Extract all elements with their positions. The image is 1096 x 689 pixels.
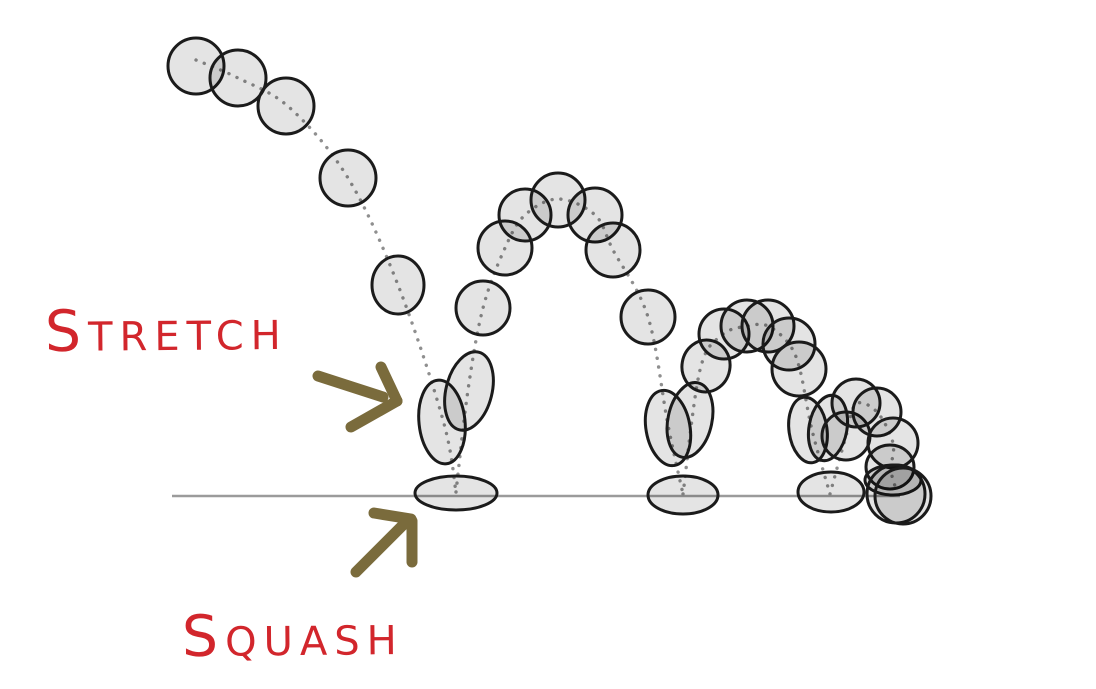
ball: [619, 288, 677, 346]
ball: [370, 254, 426, 316]
squash-label: Squash: [181, 603, 404, 670]
ball: [318, 148, 378, 208]
ball: [680, 338, 732, 394]
squash-arrow: [368, 507, 417, 525]
ball: [866, 416, 920, 470]
ball: [413, 474, 499, 512]
squash-label-text: Squash: [181, 603, 404, 670]
ball: [584, 221, 642, 279]
stretch-arrow: [375, 361, 403, 407]
ball: [665, 381, 715, 459]
ball: [497, 187, 553, 243]
squash-arrow: [350, 518, 410, 578]
ball: [719, 298, 775, 354]
stretch-arrow: [345, 395, 403, 433]
ball: [697, 307, 751, 361]
ball: [873, 466, 933, 526]
stretch-label: Stretch: [44, 298, 288, 366]
ball: [646, 474, 720, 516]
ball: [770, 340, 828, 398]
ball: [529, 171, 587, 229]
ball: [740, 298, 796, 354]
ball: [443, 350, 495, 432]
ball: [796, 470, 866, 514]
ball: [851, 386, 903, 438]
stretch-arrow: [312, 370, 389, 403]
ball: [417, 378, 467, 466]
ball: [566, 186, 624, 244]
stretch-label-text: Stretch: [44, 298, 288, 366]
trajectory-dots: [681, 322, 832, 496]
ball: [256, 76, 316, 136]
ball: [476, 219, 534, 277]
ball: [454, 279, 512, 337]
ball: [208, 48, 268, 108]
